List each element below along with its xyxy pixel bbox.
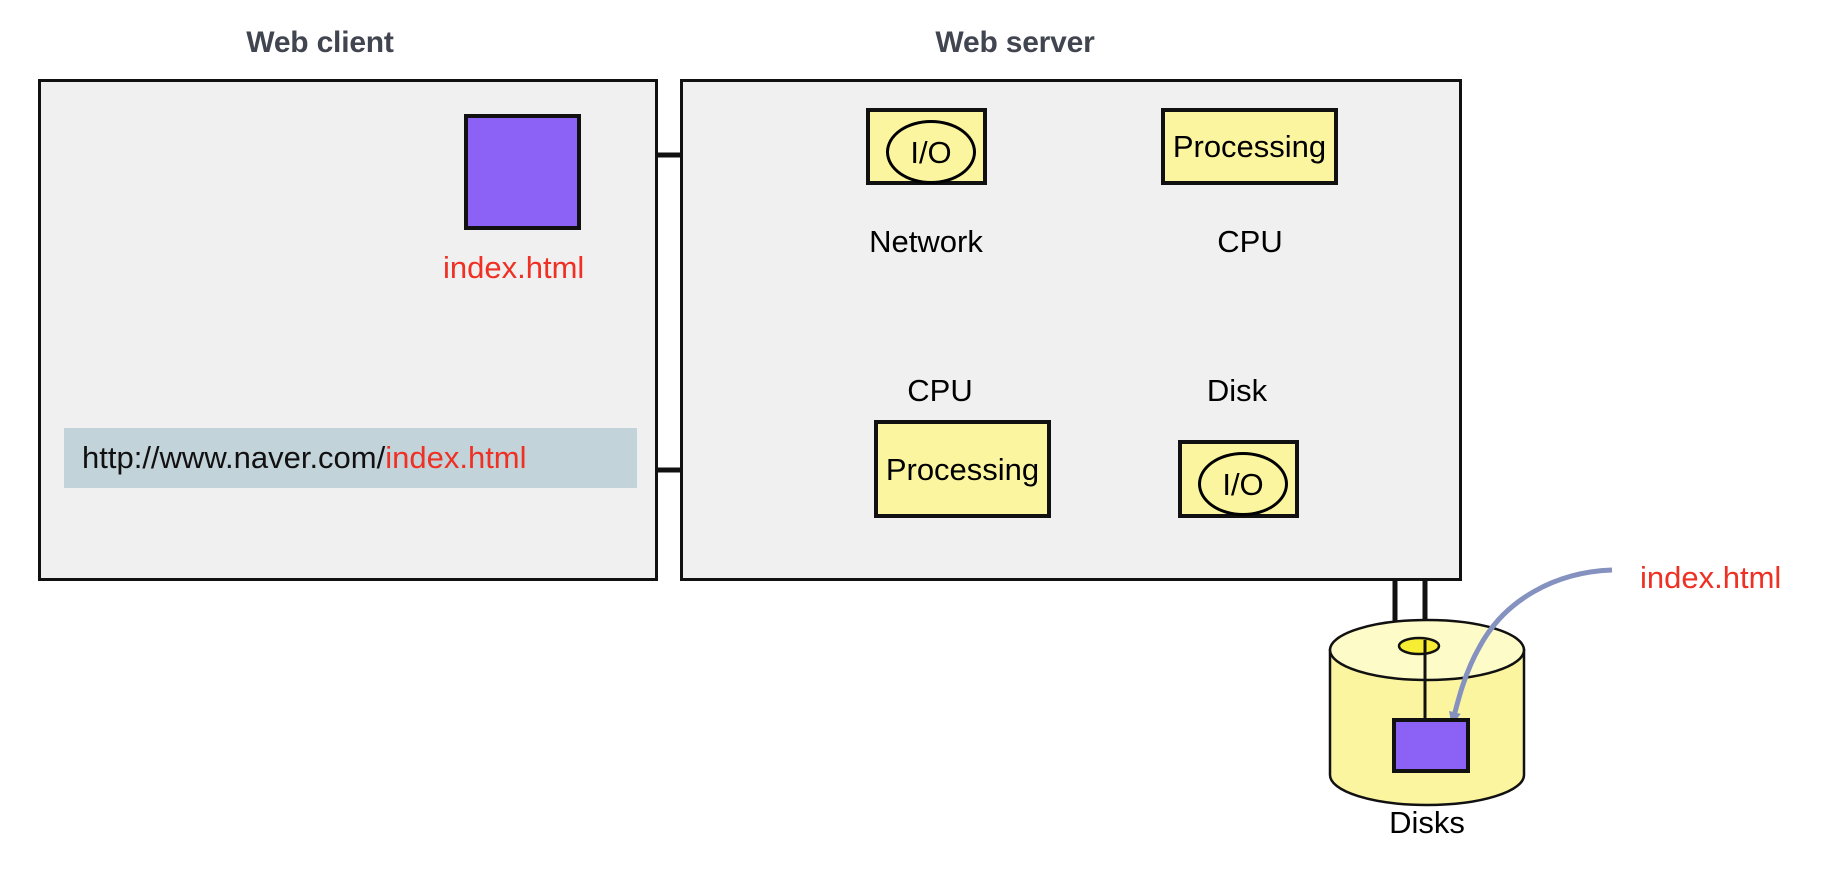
cpu-in-caption: CPU	[907, 373, 973, 408]
network-io-label: I/O	[910, 134, 952, 170]
disk-write-marker	[1397, 636, 1441, 656]
client-file-label: index.html	[443, 250, 585, 285]
stored-file-block	[1392, 718, 1470, 773]
url-base-text: http://www.naver.com/	[82, 440, 386, 475]
stored-file-annotation: index.html	[1640, 560, 1782, 595]
web-client-title: Web client	[246, 26, 394, 59]
disk-io-ellipse: I/O	[1198, 452, 1288, 516]
client-file-block	[464, 114, 581, 230]
cpu-processing-in-box: Processing	[874, 420, 1051, 518]
web-server-frame	[680, 79, 1462, 581]
disks-caption: Disks	[1389, 805, 1465, 840]
cpu-processing-out-box: Processing	[1161, 108, 1338, 185]
network-io-ellipse: I/O	[886, 120, 976, 184]
disk-io-box: I/O	[1178, 440, 1299, 518]
url-bar[interactable]: http://www.naver.com/ index.html	[64, 428, 637, 488]
disk-io-label: I/O	[1222, 466, 1264, 502]
cpu-processing-in-label: Processing	[885, 451, 1040, 487]
network-io-box: I/O	[866, 108, 987, 185]
url-file-text: index.html	[385, 440, 527, 475]
cpu-processing-out-label: Processing	[1172, 129, 1327, 164]
cpu-out-caption: CPU	[1217, 224, 1283, 259]
network-caption: Network	[869, 224, 983, 259]
annotation-arrow-index-html	[1449, 567, 1613, 726]
web-server-title: Web server	[935, 26, 1095, 59]
disk-caption: Disk	[1206, 373, 1268, 408]
disks-cylinder	[1328, 618, 1526, 807]
